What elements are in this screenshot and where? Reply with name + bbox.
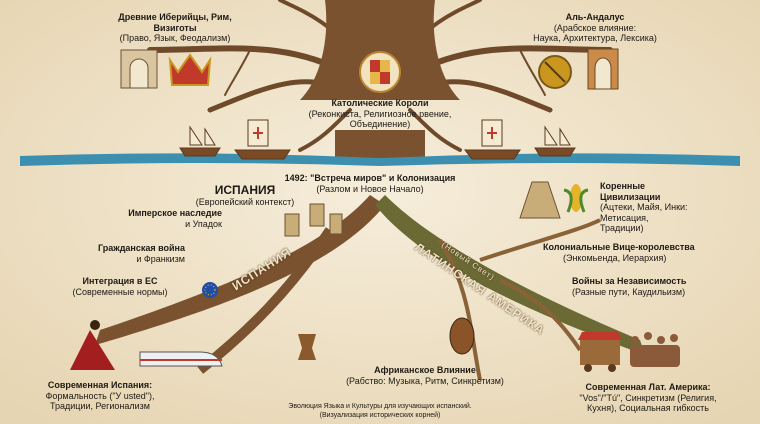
castle-towers-icon (284, 203, 343, 237)
latam-item-title: Колониальные Вице-королевства (543, 242, 695, 252)
ancient-iberians-label: Древние Иберийцы, Рим, Визиготы (Право, … (95, 12, 255, 44)
catholic-monarchs-subtitle-1: (Реконкиста, Религиозное рвение, (308, 108, 452, 119)
roman-arch-icon (120, 49, 158, 89)
spain-item-subtitle: и Упадок (185, 218, 222, 229)
al-andalus-subtitle-1: (Арабское влияние: (553, 22, 637, 33)
spain-item-civil-war: Гражданская война и Франкизм (60, 243, 185, 264)
latam-item-title: Войны за Независимость (572, 276, 687, 286)
modern-latam-label: Современная Лат. Америка: "Vos"/"Tú", Си… (568, 382, 728, 414)
al-andalus-label: Аль-Андалус (Арабское влияние: Наука, Ар… (520, 12, 670, 44)
latam-item-independence: Войны за Независимость (Разные пути, Кау… (572, 276, 722, 297)
flamenco-dancer-icon (70, 320, 115, 370)
african-influence-title: Африканское Влияние (374, 365, 476, 375)
al-andalus-subtitle-2: Наука, Архитектура, Лексика) (533, 33, 657, 43)
spain-item-subtitle: (Современные нормы) (72, 286, 168, 297)
latam-branch (375, 195, 645, 355)
spain-item-title: Гражданская война (98, 243, 185, 253)
catholic-monarchs-title: Католические Короли (331, 98, 429, 108)
african-influence-label: Африканское Влияние (Рабство: Музыка, Ри… (345, 365, 505, 386)
modern-latam-title: Современная Лат. Америка: (585, 382, 711, 392)
african-influence-subtitle: (Рабство: Музыка, Ритм, Синкретизм) (346, 375, 504, 386)
eu-flag-icon (202, 282, 218, 298)
footer-caption: Эволюция Языка и Культуры для изучающих … (280, 402, 480, 420)
market-cart-icon (578, 332, 622, 372)
indigenous-title-2: Цивилизации (600, 191, 661, 202)
high-speed-train-icon (139, 351, 223, 367)
astrolabe-icon (538, 55, 572, 89)
indigenous-line: Традиции) (600, 223, 644, 233)
spain-item-title: Интеграция в ЕС (82, 276, 158, 286)
corn-icon (563, 184, 589, 213)
crown-icon (168, 53, 212, 86)
spain-heading: ИСПАНИЯ (Европейский контекст) (185, 184, 305, 208)
latam-item-subtitle: (Разные пути, Каудильизм) (572, 286, 686, 297)
spain-item-subtitle: и Франкизм (136, 253, 185, 264)
spain-branch-2 (196, 227, 335, 374)
modern-spain-line: Формальность ("У usted"), (45, 390, 155, 401)
encounter-label: 1492: "Встреча миров" и Колонизация (Раз… (270, 173, 470, 194)
indigenous-line: Метисация, (600, 212, 649, 223)
ancient-iberians-subtitle: (Право, Язык, Феодализм) (119, 33, 231, 43)
modern-spain-line: Традиции, Регионализм (50, 401, 150, 411)
footer-line: Эволюция Языка и Культуры для изучающих … (288, 403, 472, 410)
trunk (300, 0, 460, 100)
coat-of-arms-icon (359, 51, 401, 93)
modern-latam-line: "Vos"/"Tú", Синкретизм (Религия, (579, 392, 717, 403)
modern-spain-label: Современная Испания: Формальность ("У us… (25, 380, 175, 412)
footer-line: (Визуализация исторических корней) (319, 412, 441, 419)
spain-branch (95, 195, 385, 345)
catholic-monarchs-subtitle-2: Объединение) (349, 119, 411, 129)
ocean (20, 153, 740, 166)
indigenous-label: Коренные Цивилизации (Ацтеки, Майя, Инки… (600, 181, 750, 234)
pyramid-icon (519, 181, 561, 219)
latam-roots (438, 218, 601, 381)
ancient-iberians-title-2: Визиготы (153, 22, 197, 33)
catholic-monarchs-label: Католические Короли (Реконкиста, Религио… (290, 98, 470, 130)
latam-item-viceroyalties: Колониальные Вице-королевства (Энкомьенд… (543, 242, 723, 263)
spain-item-title: Имперское наследие (128, 208, 222, 218)
spain-title: ИСПАНИЯ (214, 183, 276, 197)
indigenous-title: Коренные (600, 181, 646, 191)
indigenous-line: (Ацтеки, Майя, Инки: (600, 202, 688, 212)
modern-spain-title: Современная Испания: (47, 380, 153, 390)
african-mask-icon (449, 317, 475, 355)
encounter-title: 1492: "Встреча миров" и Колонизация (284, 173, 456, 183)
moorish-arch-icon (587, 48, 619, 90)
spain-item-imperial: Имперское наследие и Упадок (100, 208, 222, 229)
trunk-lower (335, 130, 425, 160)
spain-subtitle: (Европейский контекст) (195, 197, 295, 207)
latam-item-subtitle: (Энкомьенда, Иерархия) (563, 252, 667, 263)
crowd-people-icon (630, 332, 680, 367)
ancient-iberians-title: Древние Иберийцы, Рим, (118, 12, 232, 22)
djembe-drum-icon (298, 334, 316, 360)
spain-item-eu: Интеграция в ЕС (Современные нормы) (60, 276, 180, 297)
al-andalus-title: Аль-Андалус (565, 12, 625, 22)
modern-latam-line: Кухня), Социальная гибкость (587, 403, 709, 413)
caravel-icon (179, 119, 576, 160)
encounter-subtitle: (Разлом и Новое Начало) (316, 183, 424, 194)
